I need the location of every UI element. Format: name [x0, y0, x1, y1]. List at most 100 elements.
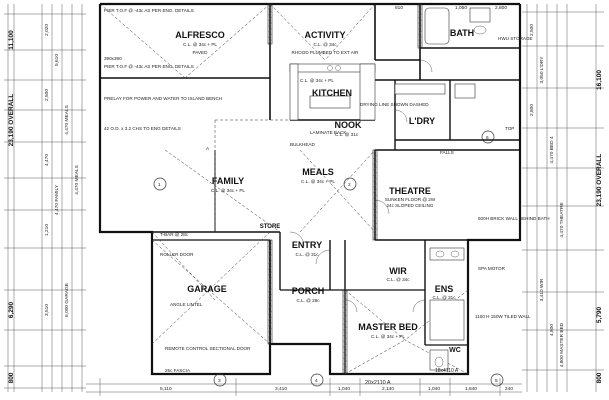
note-laminate: LAMINATE BACK	[310, 130, 347, 135]
outer-walls	[98, 2, 522, 376]
note-ens-ceiling: C.L. @ 31c	[432, 295, 456, 300]
section-mark-5: 5	[495, 378, 498, 384]
room-label-nook: NOOK	[335, 120, 363, 130]
svg-text:3,510: 3,510	[44, 304, 50, 316]
note-garage-remote: REMOTE CONTROL SECTIONAL DOOR	[165, 346, 251, 351]
note-brick: 600H BRICK WALL BEHIND BATH	[478, 216, 550, 221]
overall-dim-right-mid: 23,190 OVERALL	[596, 154, 603, 207]
svg-text:3,050 L'DRY: 3,050 L'DRY	[539, 56, 545, 84]
svg-text:2,500: 2,500	[529, 24, 535, 36]
bottom-dim-1: 5,110	[160, 386, 172, 392]
section-mark-6: 6	[486, 135, 489, 141]
room-label-family: FAMILY	[212, 176, 244, 186]
note-meals-ceiling: C.L. @ 34c + PL	[301, 179, 335, 184]
bottom-dim-7: 240	[505, 386, 513, 392]
ensuite-fixtures	[429, 247, 465, 371]
room-label-meals: MEALS	[302, 167, 334, 177]
note-alfresco-paved: PAVED	[193, 50, 209, 55]
note-alfresco-ceiling: C.L. @ 34c + PL	[183, 42, 217, 47]
svg-text:4,800: 4,800	[549, 324, 555, 336]
room-label-wc: WC	[449, 347, 461, 354]
dimension-frame-left	[4, 4, 86, 392]
dimension-frame-right	[522, 4, 604, 392]
kitchen-cabinetry	[289, 63, 376, 121]
room-label-wir: WIR	[389, 266, 407, 276]
note-spa: SPA MOTOR	[478, 266, 506, 271]
svg-text:2,500: 2,500	[44, 89, 50, 101]
note-falls: FALLS	[440, 150, 454, 155]
svg-text:6,000 GARAGE: 6,000 GARAGE	[64, 283, 70, 317]
overall-dim-right-bottom: 5,790	[596, 306, 603, 323]
note-pier-top: PIER T.O.F @ -43c AS PER ENG. DETAILS	[104, 8, 194, 13]
note-kitchen-ceiling: C.L. @ 34c + PL	[300, 78, 334, 83]
right-chain-dims: 2,500 2,800 3,050 L'DRY 4,470 BED 4 4,47…	[529, 24, 565, 368]
overall-dim-left-bottom: 6,290	[8, 301, 15, 318]
section-mark-4: 4	[315, 378, 318, 384]
svg-text:2,800: 2,800	[529, 104, 535, 116]
dimension-frame-bottom	[86, 378, 522, 396]
section-markers	[153, 130, 504, 387]
door-swings	[289, 59, 433, 313]
note-rhood: RHOOD PLUMBED TO EXT AIR	[292, 50, 360, 55]
section-mark-1: 1	[158, 182, 161, 188]
note-bulkhead: BULKHEAD	[290, 142, 315, 147]
svg-text:4,470 BED 4: 4,470 BED 4	[549, 136, 555, 164]
note-nook-ceiling: C.L. @ 31c	[335, 132, 359, 137]
note-garage-angle: ANGLE LINTEL	[170, 302, 203, 307]
lintel-ens: 18x4110 A	[435, 368, 459, 374]
note-drying: DRYING LINE SHOWN DASHED	[360, 102, 429, 107]
note-prelay: PRELAY FOR POWER AND WATER TO ISLAND BEN…	[104, 96, 222, 101]
room-label-ens: ENS	[435, 284, 454, 294]
bottom-dim-2: 3,410	[275, 386, 287, 392]
svg-text:4,470 MEALS: 4,470 MEALS	[64, 105, 70, 135]
note-activity-ceiling: C.L. @ 34c	[313, 42, 337, 47]
room-label-bath: BATH	[450, 28, 474, 38]
note-tiled-wall: 1100 H 150W TILED WALL	[475, 314, 531, 319]
overall-dim-left-top: 23,190 OVERALL	[8, 94, 15, 147]
lintel-master: 20x2110 A	[365, 380, 391, 386]
bottom-dim-3: 1,040	[338, 386, 350, 392]
room-label-porch: PORCH	[292, 286, 325, 296]
room-label-kitchen: KITCHEN	[312, 88, 352, 98]
svg-text:4,470 FAMILY: 4,470 FAMILY	[54, 184, 60, 215]
overall-dim-left-low: 800	[8, 372, 15, 383]
note-wir-ceiling: C.L. @ 34c	[386, 277, 410, 282]
bath-fixtures	[394, 7, 491, 99]
note-master-ceiling: C.L. @ 34c + PL	[371, 334, 405, 339]
svg-text:4,470: 4,470	[44, 154, 50, 166]
room-label-entry: ENTRY	[292, 240, 322, 250]
note-section-a: A	[206, 146, 210, 151]
top-dim-3: 2,800	[495, 5, 507, 11]
room-label-ldry: L'DRY	[409, 116, 435, 126]
svg-text:3,410 WIR: 3,410 WIR	[539, 278, 545, 301]
left-chain-dims: 2,020 2,500 4,470 1,210 3,510 5,610 4,47…	[44, 24, 80, 317]
overall-dim-right-top: 16,100	[596, 70, 603, 90]
note-family-ceiling: C.L. @ 34c + PL	[211, 188, 245, 193]
room-label-master-bed: MASTER BED	[358, 322, 418, 332]
note-fascia: 25c FASCIA	[165, 368, 191, 373]
svg-text:5,610: 5,610	[54, 54, 60, 66]
note-entry-ceiling: C.L. @ 31c	[295, 252, 319, 257]
section-mark-2: 2	[348, 182, 351, 188]
bottom-dim-5: 1,040	[428, 386, 440, 392]
room-label-store: STORE	[260, 224, 281, 230]
room-label-theatre: THEATRE	[389, 186, 431, 196]
note-porch-ceiling: C.L. @ 28c	[296, 298, 320, 303]
svg-text:4,470 THEATRE: 4,470 THEATRE	[559, 202, 565, 237]
note-pier-first: 390x390	[104, 56, 122, 61]
top-dim-1: 810	[395, 5, 403, 11]
note-top: TOP	[505, 126, 514, 131]
top-dim-2: 1,050	[455, 5, 467, 11]
room-label-garage: GARAGE	[187, 284, 227, 294]
note-garage-rollerdoor: ROLLER DOOR	[160, 252, 194, 257]
overall-dim-top-left: 11,100	[8, 30, 15, 50]
bottom-dim-4: 2,140	[382, 386, 394, 392]
room-label-alfresco: ALFRESCO	[175, 30, 225, 40]
svg-text:4,470 MEALS: 4,470 MEALS	[74, 165, 80, 195]
note-theatre-sunken: SUNKEN FLOOR @ 2W	[385, 197, 436, 202]
note-theatre-ceiling: 24c SLOPED CEILING	[387, 203, 434, 208]
room-label-activity: ACTIVITY	[304, 30, 345, 40]
note-sewer: 42 O.D. x 3.2 CHS TO ENG DETAILS	[104, 126, 181, 131]
section-mark-3: 3	[218, 378, 221, 384]
